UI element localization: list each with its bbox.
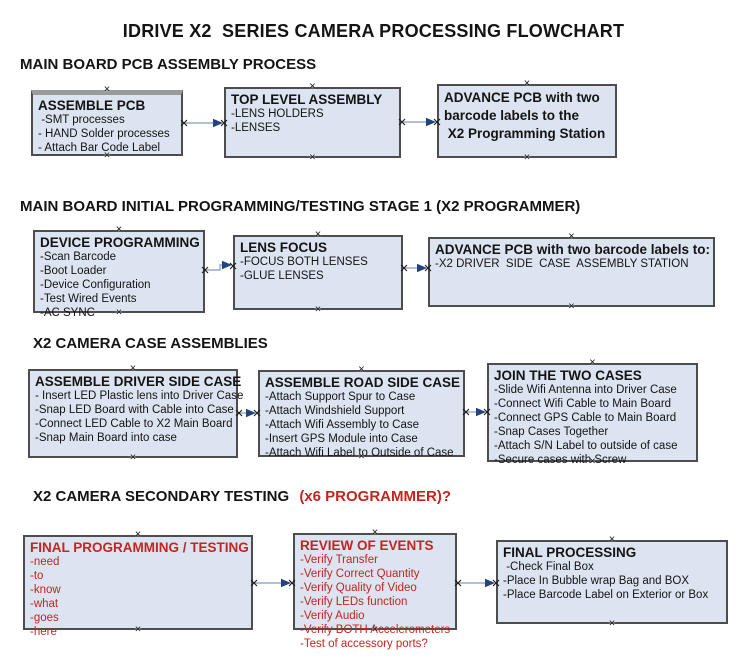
box-item: -Verify Transfer <box>300 554 378 567</box>
box-title: ASSEMBLE ROAD SIDE CASE <box>265 375 461 390</box>
section-heading-case-assemblies: X2 CAMERA CASE ASSEMBLIES <box>33 335 268 352</box>
connector-arrow <box>398 117 441 127</box>
flow-box-top-level-assembly: TOP LEVEL ASSEMBLY -LENS HOLDERS -LENSES <box>224 87 401 158</box>
box-item: - Attach Bar Code Label <box>38 142 161 155</box>
flow-box-lens-focus: LENS FOCUS -FOCUS BOTH LENSES -GLUE LENS… <box>233 235 403 310</box>
box-item: -Verify BOTH Accelerometers <box>300 624 451 637</box>
connector-arrow <box>400 263 432 273</box>
box-item: -Attach S/N Label to outside of case <box>494 440 678 453</box>
flow-box-final-processing: FINAL PROCESSING -Check Final Box -Place… <box>496 540 728 624</box>
box-item: -Verify Correct Quantity <box>300 568 420 581</box>
box-item: -Test of accessory ports? <box>300 638 428 651</box>
flow-box-advance-pcb-to-driver-side-station: ADVANCE PCB with two barcode labels to: … <box>428 237 715 307</box>
connector-arrow <box>235 408 261 418</box>
box-item: -Attach Support Spur to Case <box>265 391 416 404</box>
box-item: -Snap LED Board with Cable into Case <box>35 404 234 417</box>
section-heading-secondary-testing-black: X2 CAMERA SECONDARY TESTING <box>33 488 294 505</box>
box-title: LENS FOCUS <box>240 240 328 255</box>
box-item: -Boot Loader <box>40 265 107 278</box>
flow-box-final-programming-testing: FINAL PROGRAMMING / TESTING -need -to -k… <box>23 535 253 638</box>
flow-box-review-of-events: REVIEW OF EVENTS -Verify Transfer -Verif… <box>293 533 457 650</box>
box-item: - HAND Solder processes <box>38 128 170 141</box>
box-item: -here <box>30 626 57 639</box>
connector-arrow <box>250 578 296 588</box>
box-item: -Scan Barcode <box>40 251 117 264</box>
box-title: ASSEMBLE DRIVER SIDE CASE <box>35 374 242 389</box>
box-item: -know <box>30 584 61 597</box>
connector-arrow <box>462 407 491 417</box>
box-item: -Check Final Box <box>503 561 594 574</box>
box-item: -Device Configuration <box>40 279 151 292</box>
box-title: ASSEMBLE PCB <box>38 98 146 113</box>
section-heading-secondary-testing-red: (x6 PROGRAMMER)? <box>299 488 451 505</box>
box-item: -Connect LED Cable to X2 Main Board <box>35 418 233 431</box>
box-item: -goes <box>30 612 59 625</box>
box-item: -LENS HOLDERS <box>231 108 324 121</box>
box-title: JOIN THE TWO CASES <box>494 368 642 383</box>
connector-arrow <box>180 118 228 128</box>
box-title: ADVANCE PCB with two barcode labels to t… <box>444 90 606 142</box>
box-title: TOP LEVEL ASSEMBLY <box>231 92 383 107</box>
flow-box-assemble-pcb: ASSEMBLE PCB -SMT processes - HAND Solde… <box>31 90 183 156</box>
box-item: -GLUE LENSES <box>240 270 324 283</box>
box-title: DEVICE PROGRAMMING <box>40 235 200 250</box>
box-item: -Slide Wifi Antenna into Driver Case <box>494 384 677 397</box>
box-item: -Connect Wifi Cable to Main Board <box>494 398 672 411</box>
box-item: -Secure cases with Screw <box>494 454 627 467</box>
section-heading-pcb-assembly: MAIN BOARD PCB ASSEMBLY PROCESS <box>20 56 317 73</box>
box-item: -Place Barcode Label on Exterior or Box <box>503 589 709 602</box>
box-item: -Snap Main Board into case <box>35 432 177 445</box>
box-item: - Insert LED Plastic lens into Driver Ca… <box>35 390 244 403</box>
box-item: -X2 DRIVER SIDE CASE ASSEMBLY STATION <box>435 258 689 271</box>
box-item: -FOCUS BOTH LENSES <box>240 256 368 269</box>
box-item: -Attach Windshield Support <box>265 405 405 418</box>
box-title: FINAL PROCESSING <box>503 545 637 560</box>
box-item: -to <box>30 570 44 583</box>
box-item: -Insert GPS Module into Case <box>265 433 418 446</box>
box-item: -Verify LEDs function <box>300 596 408 609</box>
box-title: REVIEW OF EVENTS <box>300 538 434 553</box>
box-item: -what <box>30 598 59 611</box>
flow-box-device-programming: DEVICE PROGRAMMING -Scan Barcode -Boot L… <box>33 230 205 319</box>
box-item: -Verify Quality of Video <box>300 582 417 595</box>
box-title: ADVANCE PCB with two barcode labels to: <box>435 242 711 257</box>
connector-arrow <box>201 260 237 274</box>
page-title: IDRIVE X2 SERIES CAMERA PROCESSING FLOWC… <box>122 21 625 41</box>
connector-arrow <box>454 578 500 588</box>
box-item: -SMT processes <box>38 114 125 127</box>
box-item: -need <box>30 556 60 569</box>
flow-box-assemble-driver-side-case: ASSEMBLE DRIVER SIDE CASE - Insert LED P… <box>28 369 244 458</box>
box-item: -Verify Audio <box>300 610 365 623</box>
flow-box-advance-pcb-to-programming-station: ADVANCE PCB with two barcode labels to t… <box>437 84 617 158</box>
box-item: -Attach Wifi Assembly to Case <box>265 419 420 432</box>
flow-box-join-the-two-cases: JOIN THE TWO CASES -Slide Wifi Antenna i… <box>487 363 698 466</box>
box-item: -Attach Wifi Label to Outside of Case <box>265 447 454 460</box>
box-title: FINAL PROGRAMMING / TESTING <box>30 540 249 555</box>
box-item: -Place In Bubble wrap Bag and BOX <box>503 575 690 588</box>
box-item: -AC SYNC <box>40 307 95 320</box>
box-item: -Connect GPS Cable to Main Board <box>494 412 677 425</box>
box-item: -Test Wired Events <box>40 293 137 306</box>
flow-box-assemble-road-side-case: ASSEMBLE ROAD SIDE CASE -Attach Support … <box>258 370 465 460</box>
box-item: -Snap Cases Together <box>494 426 609 439</box>
box-item: -LENSES <box>231 122 281 135</box>
section-heading-secondary-testing: X2 CAMERA SECONDARY TESTING (x6 PROGRAMM… <box>33 488 451 505</box>
section-heading-initial-programming: MAIN BOARD INITIAL PROGRAMMING/TESTING S… <box>20 198 581 215</box>
